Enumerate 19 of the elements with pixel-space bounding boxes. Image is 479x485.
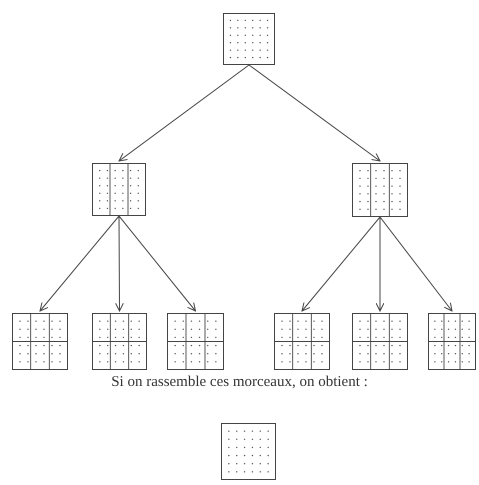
arrow [118, 64, 250, 162]
arrow [114, 216, 124, 312]
dot-grid-square [92, 313, 147, 370]
arrow [118, 216, 196, 312]
arrow [40, 216, 120, 312]
dot-grid-square [352, 313, 408, 370]
arrow [380, 216, 452, 312]
dot-grid-square [221, 423, 276, 480]
dot-grid-square [274, 313, 330, 370]
dot-grid-square [92, 163, 146, 216]
dot-grid-square [167, 313, 224, 370]
dot-grid-square [12, 313, 68, 370]
dot-grid-square [428, 313, 476, 370]
arrow [302, 216, 380, 312]
arrow [248, 64, 380, 162]
arrow [376, 216, 384, 312]
caption-sentence: Si on rassemble ces morceaux, on obtient : [110, 374, 369, 391]
dot-grid-square [352, 163, 408, 217]
dot-grid-square [223, 13, 275, 65]
